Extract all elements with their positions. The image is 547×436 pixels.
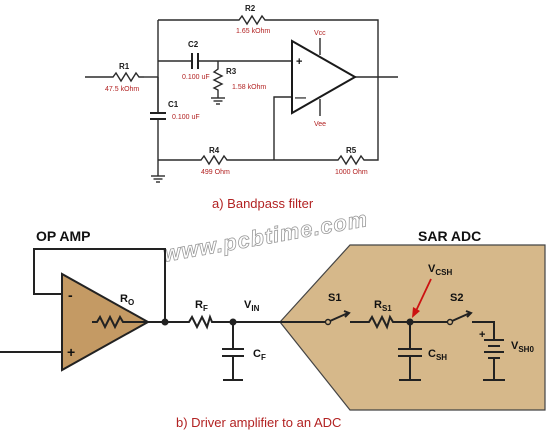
vcsh-label: VCSH — [428, 263, 452, 277]
vcsh-pointer-arrow — [414, 278, 432, 314]
switch-s1-blade — [329, 312, 349, 322]
resistor-r4 — [196, 154, 232, 166]
driver-opamp-triangle — [61, 272, 151, 372]
sar-adc-title: SAR ADC — [418, 228, 481, 244]
s2-label: S2 — [450, 292, 463, 304]
ground-symbol-r3 — [211, 97, 225, 105]
r1-label: R1 — [119, 62, 130, 71]
bandpass-opamp-plus: + — [296, 56, 302, 68]
caption-bandpass: a) Bandpass filter — [212, 196, 314, 211]
r4-value: 499 Ohm — [201, 169, 230, 176]
wire-top-r2-right — [270, 19, 379, 77]
wire-inverting — [273, 96, 292, 160]
resistor-ro — [92, 314, 148, 330]
resistor-rf — [184, 313, 214, 330]
c2-label: C2 — [188, 40, 199, 49]
rs1-label: RS1 — [374, 299, 392, 313]
driver-opamp-minus: - — [68, 287, 73, 303]
r4-label: R4 — [209, 146, 220, 155]
switch-s1-contact — [324, 318, 332, 326]
r5-value: 1000 Ohm — [335, 169, 368, 176]
switch-s2-blade — [451, 312, 471, 322]
vcc-label: Vcc — [314, 30, 326, 37]
caption-driver: b) Driver amplifier to an ADC — [176, 415, 341, 430]
c1-value: 0.100 uF — [172, 114, 200, 121]
switch-s2-arrow — [465, 310, 473, 318]
r5-label: R5 — [346, 146, 357, 155]
c1-label: C1 — [168, 100, 179, 109]
vcsh-pointer-arrowhead — [412, 307, 420, 318]
sar-adc-body — [279, 244, 546, 411]
bandpass-filter-schematic: R1 47.5 kOhm R2 1.65 kOhm C2 0.100 uF R3… — [85, 4, 398, 211]
resistor-r2 — [234, 14, 270, 26]
battery-plus-label: + — [479, 329, 485, 341]
switch-s2-contact — [446, 318, 454, 326]
node-opamp-output — [161, 318, 169, 326]
rf-label: RF — [195, 299, 208, 313]
vsh0-label: VSH0 — [511, 340, 534, 354]
csh-label: CSH — [428, 348, 447, 362]
r1-value: 47.5 kOhm — [105, 86, 139, 93]
vee-label: Vee — [314, 121, 326, 128]
driver-adc-schematic: OP AMP SAR ADC - + RO RF VIN CF — [0, 228, 546, 430]
ro-label: RO — [120, 293, 134, 307]
bandpass-opamp-triangle — [291, 39, 358, 115]
cf-label: CF — [253, 348, 266, 362]
ground-symbol-left — [151, 175, 165, 183]
wire-bottom-right — [369, 77, 379, 161]
node-vin — [229, 318, 237, 326]
resistor-r5 — [333, 154, 369, 166]
r3-value: 1.58 kOhm — [232, 84, 266, 91]
switch-s1-arrow — [343, 310, 351, 318]
r2-value: 1.65 kOhm — [236, 28, 270, 35]
resistor-rs1 — [365, 314, 410, 330]
wire-opamp-feedback — [33, 248, 166, 322]
bandpass-opamp-minus: — — [295, 92, 306, 104]
opamp-title: OP AMP — [36, 228, 90, 244]
r2-label: R2 — [245, 4, 256, 13]
resistor-r3 — [212, 66, 224, 92]
s1-label: S1 — [328, 292, 341, 304]
wire-s2-battery — [472, 321, 495, 340]
driver-opamp-plus: + — [67, 344, 75, 360]
c2-value: 0.100 uF — [182, 74, 210, 81]
resistor-r1 — [108, 71, 144, 83]
r3-label: R3 — [226, 67, 237, 76]
vin-label: VIN — [244, 299, 260, 313]
